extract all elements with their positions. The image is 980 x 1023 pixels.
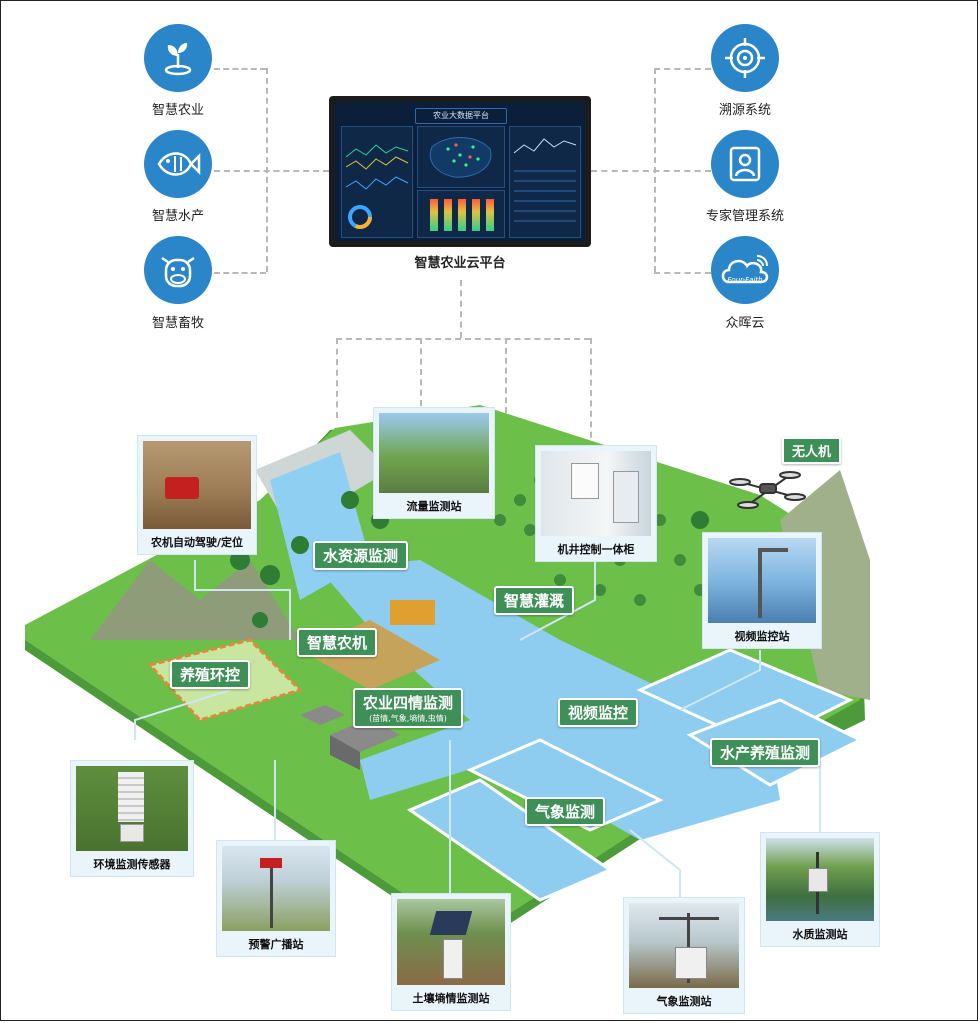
- flow-station[interactable]: 流量监测站: [373, 407, 495, 519]
- drone-label: 无人机: [782, 437, 842, 464]
- connector-line: [591, 170, 711, 172]
- label-water-resource: 水资源监测: [313, 541, 409, 570]
- water-quality-station[interactable]: 水质监测站: [760, 832, 880, 947]
- label-weather: 气象监测: [525, 797, 606, 826]
- label-smart-irrigation: 智慧灌溉: [494, 586, 575, 615]
- label-four-conditions: 农业四情监测 (苗情,气象,墒情,虫情): [353, 688, 464, 728]
- video-station[interactable]: 视频监控站: [702, 532, 822, 649]
- four-conditions-sub: (苗情,气象,墒情,虫情): [369, 714, 447, 723]
- station-connectors: [134, 560, 821, 900]
- well-cabinet-station[interactable]: 机井控制一体柜: [535, 445, 657, 562]
- env-sensor-photo: [76, 766, 188, 851]
- sprout-icon[interactable]: [144, 24, 212, 92]
- mountain: [90, 560, 300, 640]
- soil-photo: [397, 899, 505, 985]
- map-panel: [417, 126, 505, 188]
- weather-caption: 气象监测站: [656, 995, 712, 1008]
- flow-caption: 流量监测站: [406, 500, 462, 513]
- smart-aquaculture-label: 智慧水产: [151, 209, 204, 224]
- label-video-monitoring: 视频监控: [558, 698, 639, 727]
- mountain-right: [780, 470, 870, 700]
- connector-line: [214, 170, 329, 172]
- four-conditions-title: 农业四情监测: [363, 694, 454, 712]
- soil-station[interactable]: 土壤墒情监测站: [391, 893, 511, 1011]
- smart-agriculture-label: 智慧农业: [151, 103, 204, 118]
- video-photo: [708, 538, 816, 623]
- tractor-photo: [143, 441, 251, 529]
- broadcast-station[interactable]: 预警广播站: [216, 840, 336, 957]
- cow-icon[interactable]: [144, 236, 212, 304]
- dashboard-screen: 农业大数据平台: [335, 102, 585, 241]
- smart-livestock-label: 智慧畜牧: [151, 316, 204, 331]
- label-aquaculture: 水产养殖监测: [710, 738, 821, 767]
- video-caption: 视频监控站: [734, 630, 790, 643]
- flow-photo: [379, 413, 489, 493]
- cloud-icon[interactable]: Four-Faith: [711, 236, 779, 304]
- connector-line: [654, 68, 711, 70]
- connector-line: [214, 272, 266, 274]
- platform-caption: 智慧农业云平台: [414, 256, 506, 271]
- river: [320, 560, 780, 840]
- env-sensor-caption: 环境监测传感器: [93, 858, 171, 871]
- tractor-station[interactable]: 农机自动驾驶/定位: [137, 435, 257, 555]
- platform-monitor[interactable]: 农业大数据平台: [329, 96, 591, 247]
- weather-photo: [629, 903, 739, 988]
- well-cabinet-caption: 机井控制一体柜: [557, 543, 635, 556]
- broadcast-caption: 预警广播站: [248, 938, 304, 951]
- screen-title: 农业大数据平台: [415, 108, 507, 124]
- drone-icon: [729, 471, 806, 509]
- trace-target-icon[interactable]: [711, 24, 779, 92]
- connector-line: [590, 338, 592, 448]
- connector-line: [214, 68, 266, 70]
- broadcast-photo: [222, 846, 330, 931]
- soil-caption: 土壤墒情监测站: [412, 992, 490, 1005]
- connector-line: [505, 338, 507, 423]
- farm-building: [300, 705, 345, 725]
- water-quality-photo: [766, 838, 874, 921]
- tractor-caption: 农机自动驾驶/定位: [150, 536, 244, 549]
- connector-line: [654, 272, 711, 274]
- fish-pond: [406, 778, 614, 902]
- trees: [230, 491, 709, 628]
- harvester: [390, 600, 435, 625]
- fish-icon[interactable]: [144, 130, 212, 198]
- connector-line: [420, 338, 422, 406]
- connector-line: [266, 68, 268, 272]
- connector-line: [654, 68, 656, 272]
- well-cabinet-photo: [541, 451, 651, 536]
- right-panel: [509, 126, 581, 238]
- expert-icon[interactable]: [711, 130, 779, 198]
- left-panel: [341, 126, 413, 238]
- label-smart-machinery: 智慧农机: [297, 628, 378, 657]
- env-sensor-station[interactable]: 环境监测传感器: [70, 760, 194, 877]
- connector-line: [336, 338, 338, 418]
- bar-panel: [417, 190, 505, 238]
- zhonghui-cloud-label: 众晖云: [725, 316, 765, 331]
- weather-station[interactable]: 气象监测站: [623, 897, 745, 1014]
- four-faith-logo-text: Four-Faith: [727, 276, 763, 284]
- connector-line: [460, 280, 462, 338]
- water-quality-caption: 水质监测站: [792, 928, 848, 941]
- label-livestock-env: 养殖环控: [170, 660, 251, 689]
- farm-building: [330, 735, 360, 770]
- traceability-system-label: 溯源系统: [718, 103, 771, 118]
- expert-management-label: 专家管理系统: [705, 209, 784, 224]
- connector-line: [336, 338, 590, 340]
